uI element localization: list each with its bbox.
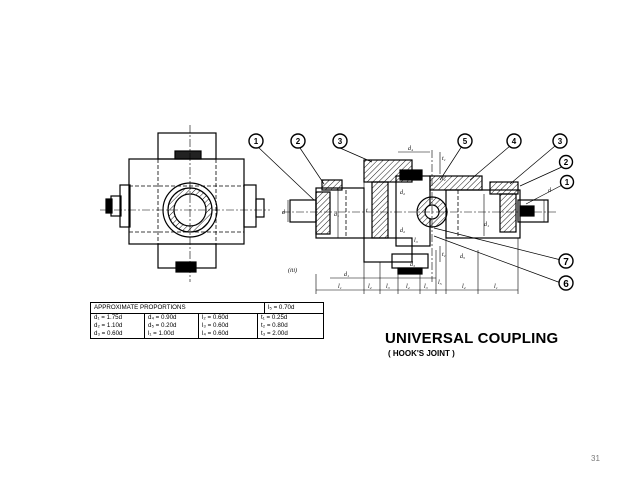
balloon-label: 6 <box>563 279 569 290</box>
dim-t2: t₂ <box>442 176 446 182</box>
proportions-table: APPROXIMATE PROPORTIONS l₅ = 0.70d d₁ = … <box>90 302 324 339</box>
balloon-labels: 1 2 3 5 4 3 2 1 7 6 <box>254 137 570 290</box>
balloon-2-right <box>558 154 574 170</box>
balloon-label: 5 <box>463 137 468 146</box>
balloon-label: 1 <box>254 137 259 146</box>
proportion-cell: d₂ = 1.10d <box>91 322 145 330</box>
balloon-3-right <box>552 133 568 149</box>
dim-l3-right: l₃ <box>424 284 428 290</box>
leader-lines <box>257 145 567 284</box>
dim-l1-left: l₁ <box>338 284 342 290</box>
proportion-cell: l₄ = 0.60d <box>199 330 258 338</box>
proportions-row: d₂ = 1.10d d₅ = 0.20d l₃ = 0.60d t₂ = 0.… <box>91 322 323 330</box>
view-label: (iii) <box>288 267 297 274</box>
dim-d4: d₄ <box>408 146 413 152</box>
dim-d1-left: d₁ <box>334 212 339 218</box>
balloon-3-top <box>332 133 348 149</box>
dim-d1-bottom: d₁ <box>344 272 349 278</box>
slide-number: 31 <box>591 454 600 463</box>
balloon-label: 7 <box>563 257 569 268</box>
dim-l3-upper: l₃ <box>414 238 418 244</box>
dim-l2-right: l₂ <box>462 284 466 290</box>
dim-t1-bottom: t₁ <box>442 252 446 258</box>
proportion-cell: t₃ = 2.00d <box>261 330 288 337</box>
dim-l3-left: l₃ <box>386 284 390 290</box>
dimension-lines <box>287 151 545 294</box>
balloon-1-top <box>248 133 264 149</box>
balloon-5 <box>457 133 473 149</box>
proportion-cell: d₃ = 0.60d <box>91 330 145 338</box>
balloon-label: 3 <box>338 137 343 146</box>
dim-d-left: d <box>282 210 286 216</box>
dim-d5: d₅ <box>460 254 465 260</box>
sectional-view <box>282 150 556 282</box>
dim-d1-right: d₁ <box>484 222 489 228</box>
proportion-cell: d₅ = 0.20d <box>145 322 199 330</box>
balloon-label: 3 <box>558 137 563 146</box>
balloon-1-right <box>559 174 575 190</box>
balloon-6 <box>558 275 574 291</box>
dim-l4: l₄ <box>406 284 410 290</box>
dimension-text: d d d₁ d₁ t d₂ d₂ d₄ d₅ t₁ t₁ t₂ l₃ d₃ d… <box>282 146 552 290</box>
balloon-4 <box>506 133 522 149</box>
balloon-label: 2 <box>296 137 301 146</box>
dim-t1-top: t₁ <box>442 156 446 162</box>
dim-d-right: d <box>548 188 552 194</box>
balloons <box>248 133 575 291</box>
proportions-heading: APPROXIMATE PROPORTIONS <box>91 303 265 313</box>
drawing-subtitle: ( HOOK'S JOINT ) <box>388 349 455 358</box>
left-fork-bottom-arm <box>363 237 413 263</box>
dim-d2-top: d₂ <box>400 190 405 196</box>
balloon-label: 4 <box>512 137 517 146</box>
dim-d2-bottom: d₂ <box>400 228 405 234</box>
dim-d3: d₃ <box>410 262 415 268</box>
drawing-title-block: UNIVERSAL COUPLING ( HOOK'S JOINT ) <box>385 330 558 358</box>
dim-l1-right: l₁ <box>494 284 498 290</box>
right-fork-top-arm <box>429 175 483 191</box>
proportion-cell: l₂ = 0.60d <box>199 314 258 322</box>
balloon-2-top <box>290 133 306 149</box>
drawing-title: UNIVERSAL COUPLING <box>385 330 559 347</box>
proportions-row: d₃ = 0.60d l₁ = 1.00d l₄ = 0.60d t₃ = 2.… <box>91 330 323 338</box>
proportion-cell: d₄ = 0.90d <box>145 314 199 322</box>
dim-t: t <box>366 208 368 214</box>
proportion-cell: l₃ = 0.60d <box>199 322 258 330</box>
balloon-label: 1 <box>565 178 570 187</box>
balloon-label: 2 <box>564 158 569 167</box>
proportions-extra: l₅ = 0.70d <box>268 304 295 311</box>
proportion-cell: t₁ = 0.25d <box>261 314 288 321</box>
proportion-cell: d₁ = 1.75d <box>91 314 145 322</box>
balloon-7 <box>558 253 574 269</box>
dim-l5: l₅ <box>438 280 442 286</box>
left-shaft <box>289 199 317 223</box>
end-view <box>100 125 270 282</box>
proportion-cell: l₁ = 1.00d <box>145 330 199 338</box>
proportion-cell: t₂ = 0.80d <box>261 322 288 329</box>
dim-l2-left: l₂ <box>368 284 372 290</box>
proportions-row: d₁ = 1.75d d₄ = 0.90d l₂ = 0.60d t₁ = 0.… <box>91 314 323 322</box>
